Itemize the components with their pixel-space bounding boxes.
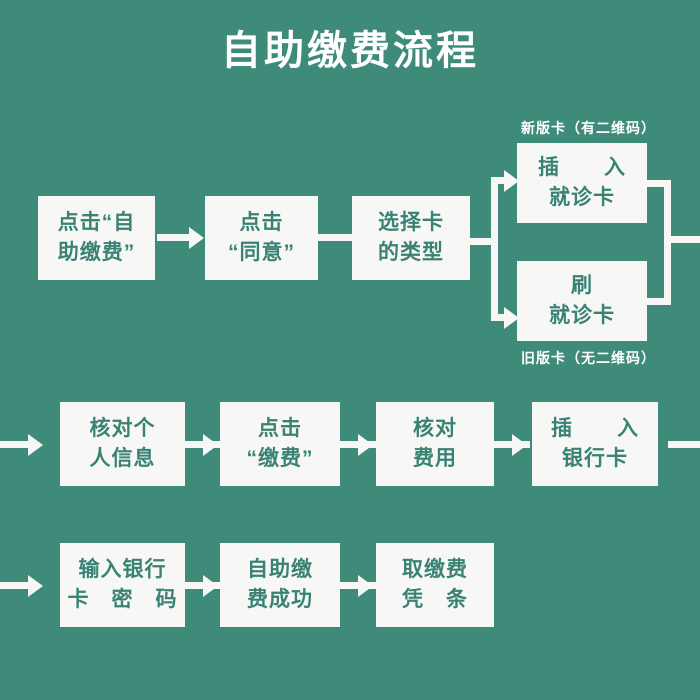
flow-box-line: 费用 [413,447,457,470]
connector-insert-card-to-merge [647,180,671,187]
flow-box-line: “同意” [228,241,295,264]
arrowhead-icon [203,434,218,456]
flow-box-line: 卡 密 码 [67,588,178,611]
flow-box-line: 刷 [571,274,593,298]
flow-box-line: 选择卡 [378,211,444,235]
flow-box-swipe-medical-card[interactable]: 刷 就诊卡 [517,261,647,341]
flow-box-line: 人信息 [89,447,156,470]
flow-box-line: 费成功 [247,588,313,611]
flow-box-click-pay[interactable]: 点击 “缴费” [220,402,340,486]
flow-box-click-self-pay[interactable]: 点击“自 助缴费” [38,196,155,280]
flow-box-select-card-type[interactable]: 选择卡 的类型 [352,196,470,280]
flow-box-line: 核对个 [89,417,156,441]
arrowhead-icon [203,575,218,597]
caption-old-card: 旧版卡（无二维码） [521,350,656,366]
connector-split-to-swipe-card [491,314,512,321]
connector-card-type-to-split [470,238,498,245]
arrowhead-icon [358,575,373,597]
flow-box-take-receipt[interactable]: 取缴费 凭 条 [376,543,494,627]
connector-split-to-insert-card [491,177,512,184]
flow-box-line: “缴费” [246,447,314,470]
flow-box-verify-personal-info[interactable]: 核对个 人信息 [60,402,185,486]
flow-box-line: 点击 [239,211,284,235]
flow-box-line: 助缴费” [57,241,136,264]
arrowhead-icon [28,434,43,456]
flow-box-enter-card-pin[interactable]: 输入银行 卡 密 码 [60,543,185,627]
flow-box-verify-fee[interactable]: 核对 费用 [376,402,494,486]
flow-box-line: 点击“自 [57,211,136,235]
connector-self-pay-to-agree [157,234,193,241]
flow-box-payment-success[interactable]: 自助缴 费成功 [220,543,340,627]
arrowhead-icon [504,307,519,329]
page-title: 自助缴费流程 [221,29,479,73]
connector-agree-to-card-type [318,234,354,241]
arrowhead-icon [504,170,519,192]
flow-box-line: 就诊卡 [549,304,615,327]
arrowhead-icon [358,434,373,456]
connector-split-vertical [491,177,498,321]
connector-swipe-card-to-merge [647,298,671,305]
arrowhead-icon [28,575,43,597]
flow-box-line: 银行卡 [562,447,628,470]
flow-box-insert-medical-card[interactable]: 插 入 就诊卡 [517,143,647,223]
flow-box-line: 凭 条 [402,588,468,611]
flow-box-line: 自助缴 [247,558,313,582]
flow-box-line: 取缴费 [402,558,468,582]
caption-new-card: 新版卡（有二维码） [521,120,656,136]
flow-box-line: 插 入 [551,417,639,441]
flow-box-click-agree[interactable]: 点击 “同意” [205,196,318,280]
flow-box-line: 核对 [413,417,457,441]
flow-box-insert-bank-card[interactable]: 插 入 银行卡 [532,402,658,486]
flow-box-line: 插 入 [538,156,626,180]
arrowhead-icon [189,227,204,249]
arrowhead-icon [512,434,527,456]
flow-box-line: 就诊卡 [549,186,615,209]
flow-box-line: 输入银行 [78,558,167,582]
flow-box-line: 的类型 [378,241,444,264]
flow-box-line: 点击 [258,417,302,441]
connector-exit-row2 [668,441,700,448]
connector-merge-to-row2 [664,236,700,243]
connector-enter-row3 [0,582,36,589]
connector-enter-row2 [0,441,36,448]
